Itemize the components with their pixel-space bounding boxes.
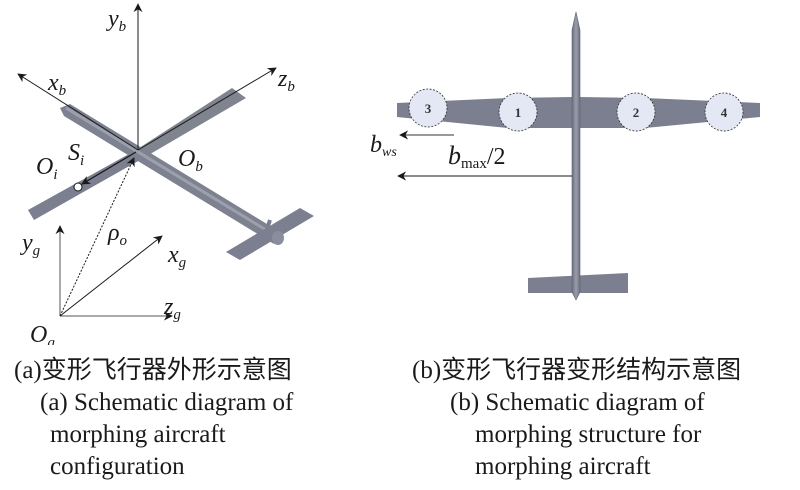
caption-b-english-line-1: (b) Schematic diagram of [450, 389, 705, 416]
caption-a-chinese: (a)变形飞行器外形示意图 [14, 357, 292, 384]
label-xg: xg [167, 242, 187, 271]
caption-a-english-line-1: (a) Schematic diagram of [40, 389, 294, 416]
panel-b-morphing-structure: 3 1 2 4 bws bmax/2 [370, 11, 760, 301]
actuator-2: 2 [616, 92, 656, 132]
svg-text:2: 2 [633, 105, 640, 120]
panel-a-aircraft-configuration: yb xb zb Si Oi Ob ρo yg xg zg Og [17, 3, 314, 345]
label-bws: bws [370, 132, 397, 160]
label-oi: Oi [36, 154, 58, 183]
xb-axis [17, 73, 139, 151]
caption-b-chinese: (b)变形飞行器变形结构示意图 [412, 357, 742, 384]
caption-b-english-line-3: morphing aircraft [475, 453, 651, 480]
fuselage-highlight [65, 106, 277, 238]
label-zb: zb [277, 66, 295, 95]
label-xb: xb [47, 70, 67, 99]
caption-b-english-line-2: morphing structure for [475, 421, 702, 448]
wing-left [28, 150, 140, 220]
label-rho: ρo [107, 220, 128, 249]
label-ob: Ob [178, 146, 203, 175]
actuator-1: 1 [498, 92, 538, 132]
wing-right [136, 88, 246, 160]
vertical-tail [266, 219, 272, 227]
rho-vector [59, 157, 135, 317]
svg-text:1: 1 [515, 105, 522, 120]
caption-a-english-line-2: morphing aircraft [50, 421, 226, 448]
actuator-4: 4 [704, 92, 744, 132]
zb-axis [137, 67, 277, 151]
label-si: Si [68, 140, 84, 169]
svg-text:3: 3 [425, 101, 432, 116]
horizontal-tail [226, 208, 314, 260]
label-zg: zg [163, 294, 181, 323]
label-yg: yg [20, 230, 41, 259]
caption-a-english-line-3: configuration [50, 453, 185, 480]
morphing-aircraft-figure: yb xb zb Si Oi Ob ρo yg xg zg Og 3 1 [17, 3, 760, 345]
actuator-3: 3 [408, 88, 448, 128]
label-og: Og [30, 322, 55, 345]
si-vector [81, 151, 137, 185]
xg-axis [59, 235, 163, 317]
fuselage-b [571, 11, 581, 301]
label-yb: yb [106, 6, 127, 35]
svg-text:4: 4 [721, 105, 728, 120]
tail-cone [272, 231, 284, 245]
label-bmax: bmax/2 [448, 141, 506, 172]
oi-point [73, 182, 83, 192]
